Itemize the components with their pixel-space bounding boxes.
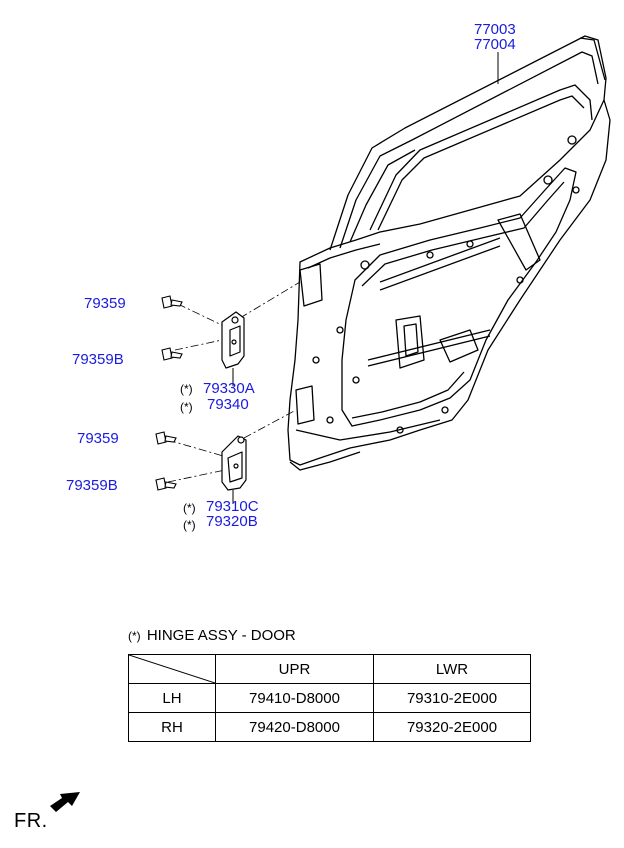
callout-79359-upper[interactable]: 79359: [84, 295, 126, 312]
callout-79320b[interactable]: 79320B: [206, 513, 258, 530]
callout-79359b-lower[interactable]: 79359B: [66, 477, 118, 494]
alignment-lines: [167, 281, 301, 483]
lower-bolts: [155, 431, 177, 491]
callout-77003[interactable]: 77003: [474, 21, 516, 38]
front-direction-label: FR.: [14, 810, 48, 832]
table-header-lwr: LWR: [373, 654, 531, 684]
table-row: LH 79410-D8000 79310-2E000: [128, 683, 531, 713]
upper-bolts: [161, 295, 183, 361]
table-header-row: UPR LWR: [128, 654, 531, 684]
callout-79340[interactable]: 79340: [207, 396, 249, 413]
table-row: RH 79420-D8000 79320-2E000: [128, 712, 531, 742]
upper-hinge: [221, 311, 245, 386]
table-corner-cell: [128, 654, 216, 684]
hinge-part-table: UPR LWR LH 79410-D8000 79310-2E000 RH 79…: [128, 654, 531, 742]
note-asterisk: (*): [128, 629, 141, 643]
callout-79310c[interactable]: 79310C: [206, 498, 259, 515]
hinge-assy-note: (*) HINGE ASSY - DOOR: [128, 627, 296, 644]
callout-77004[interactable]: 77004: [474, 36, 516, 53]
asterisk-marker: (*): [180, 382, 193, 396]
note-text: HINGE ASSY - DOOR: [146, 627, 296, 644]
asterisk-marker: (*): [183, 518, 196, 532]
table-row-label: RH: [128, 712, 216, 742]
diagonal-line: [129, 655, 215, 683]
callout-79359b-upper[interactable]: 79359B: [72, 351, 124, 368]
table-cell[interactable]: 79420-D8000: [215, 712, 374, 742]
callout-79359-lower[interactable]: 79359: [77, 430, 119, 447]
table-header-upr: UPR: [215, 654, 374, 684]
asterisk-marker: (*): [180, 400, 193, 414]
table-cell[interactable]: 79320-2E000: [373, 712, 531, 742]
front-direction-arrow-icon: [50, 792, 80, 812]
table-cell[interactable]: 79310-2E000: [373, 683, 531, 713]
lower-hinge: [221, 435, 247, 504]
callout-79330a[interactable]: 79330A: [203, 380, 255, 397]
table-row-label: LH: [128, 683, 216, 713]
table-cell[interactable]: 79410-D8000: [215, 683, 374, 713]
rear-door-panel: [287, 35, 611, 471]
asterisk-marker: (*): [183, 501, 196, 515]
